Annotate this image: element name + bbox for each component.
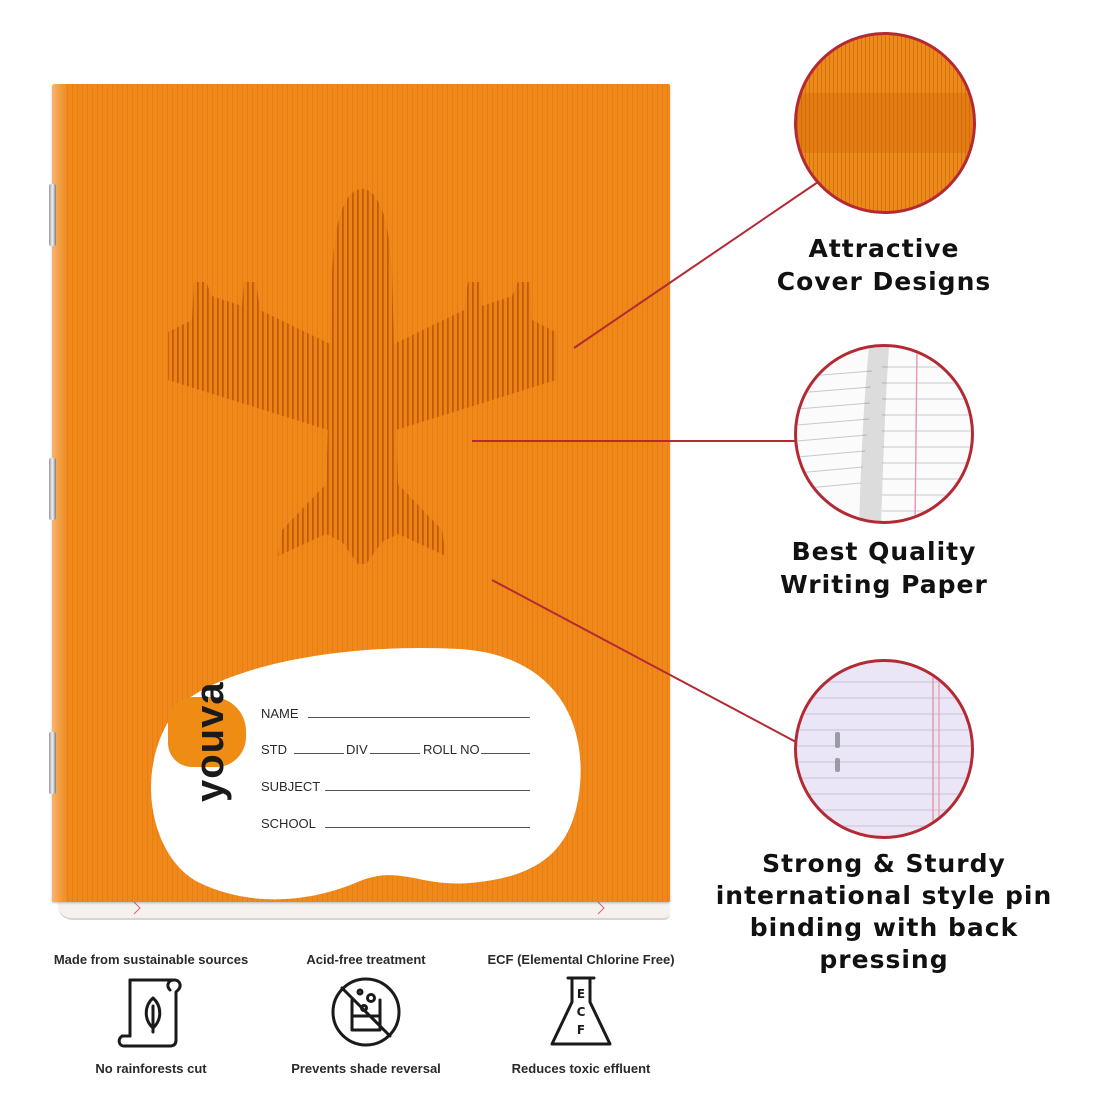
callout-cover-line1: Attractive [808, 234, 960, 263]
field-div-label: DIV [346, 742, 368, 757]
cover-texture-shade [797, 93, 973, 153]
binding-pin-middle [49, 458, 56, 520]
callout-line-cover [573, 181, 819, 349]
paper-lines-illustration [797, 347, 971, 521]
field-school-line [325, 827, 530, 828]
binding-pin-top [49, 184, 56, 246]
feature-sustainable-caption: No rainforests cut [95, 1061, 207, 1076]
notebook-page-edge [58, 898, 670, 920]
ecf-letter-f: F [577, 1023, 585, 1037]
airplane-emboss-icon [168, 189, 556, 564]
callout-binding-line3: binding with back pressing [749, 913, 1019, 974]
ecf-flask-icon: E C F [550, 976, 612, 1046]
margin-marks [133, 901, 605, 915]
field-name-label: NAME [261, 706, 299, 721]
no-acid-beaker-icon [331, 977, 401, 1047]
field-div-line [370, 753, 420, 754]
binding-lines-illustration [797, 662, 971, 836]
ecf-letter-e: E [577, 987, 585, 1001]
field-name-line [308, 717, 530, 718]
binding-pin-bottom [49, 732, 56, 794]
callout-cover-line2: Cover Designs [776, 267, 992, 296]
callout-binding-line1: Strong & Sturdy [762, 849, 1006, 878]
field-school-label: SCHOOL [261, 816, 316, 831]
feature-ecf-title: ECF (Elemental Chlorine Free) [487, 952, 675, 967]
feature-acid-free-caption: Prevents shade reversal [291, 1061, 441, 1076]
brand-logo-badge [168, 697, 246, 767]
callout-binding-line2: international style pin [715, 881, 1053, 910]
zoom-pin-binding [794, 659, 974, 839]
zoom-writing-paper [794, 344, 974, 524]
ecf-letter-c: C [577, 1005, 586, 1019]
callout-paper-line1: Best Quality [791, 537, 977, 566]
callout-writing-paper: Best Quality Writing Paper [714, 535, 1054, 601]
field-subject-label: SUBJECT [261, 779, 321, 794]
field-roll-no-label: ROLL NO [423, 742, 480, 757]
callout-cover-designs: Attractive Cover Designs [714, 232, 1054, 298]
field-roll-no-line [481, 753, 530, 754]
callout-paper-line2: Writing Paper [780, 570, 988, 599]
zoom-cover-texture [794, 32, 976, 214]
callout-line-binding [491, 579, 797, 743]
leaf-document-icon [117, 978, 182, 1048]
feature-sustainable-title: Made from sustainable sources [53, 952, 249, 967]
cover-spine [52, 84, 68, 902]
field-std-label: STD [261, 742, 287, 757]
field-subject-line [325, 790, 530, 791]
callout-pin-binding: Strong & Sturdy international style pin … [694, 848, 1074, 976]
field-std-line [294, 753, 344, 754]
feature-acid-free-title: Acid-free treatment [306, 952, 426, 967]
feature-ecf-caption: Reduces toxic effluent [511, 1061, 651, 1076]
name-label-panel [151, 647, 581, 900]
